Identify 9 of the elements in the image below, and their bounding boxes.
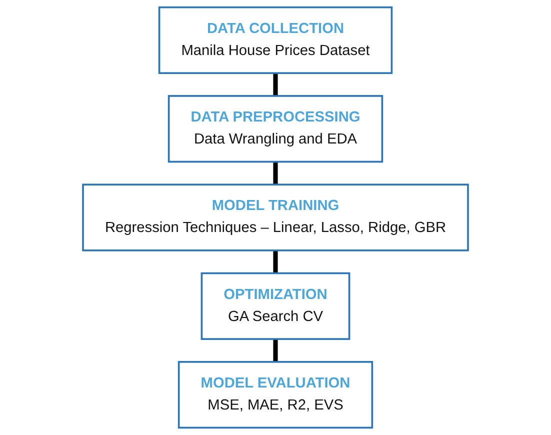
node-box: DATA PREPROCESSING Data Wrangling and EDA (168, 95, 384, 163)
node-box: MODEL TRAINING Regression Techniques – Linear, Lasso, Ridge, GBR (82, 184, 469, 252)
node-box: DATA COLLECTION Manila House Prices Dataset (158, 6, 393, 74)
connector (273, 338, 278, 362)
connector (273, 250, 278, 274)
node-box: MODEL EVALUATION MSE, MAE, R2, EVS (178, 360, 374, 429)
connector (273, 161, 278, 185)
connector (273, 72, 278, 96)
node-box: OPTIMIZATION GA Search CV (200, 272, 350, 340)
